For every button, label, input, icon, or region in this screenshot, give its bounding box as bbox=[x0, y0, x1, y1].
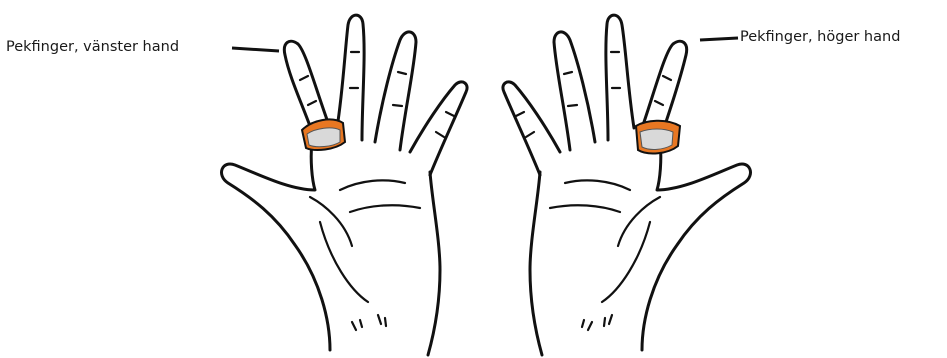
leader-line-right bbox=[700, 38, 738, 40]
leader-line-left bbox=[232, 48, 279, 51]
sensor-right bbox=[636, 121, 680, 154]
left-hand bbox=[222, 15, 468, 355]
right-hand bbox=[503, 15, 751, 355]
sensor-left bbox=[302, 119, 345, 150]
